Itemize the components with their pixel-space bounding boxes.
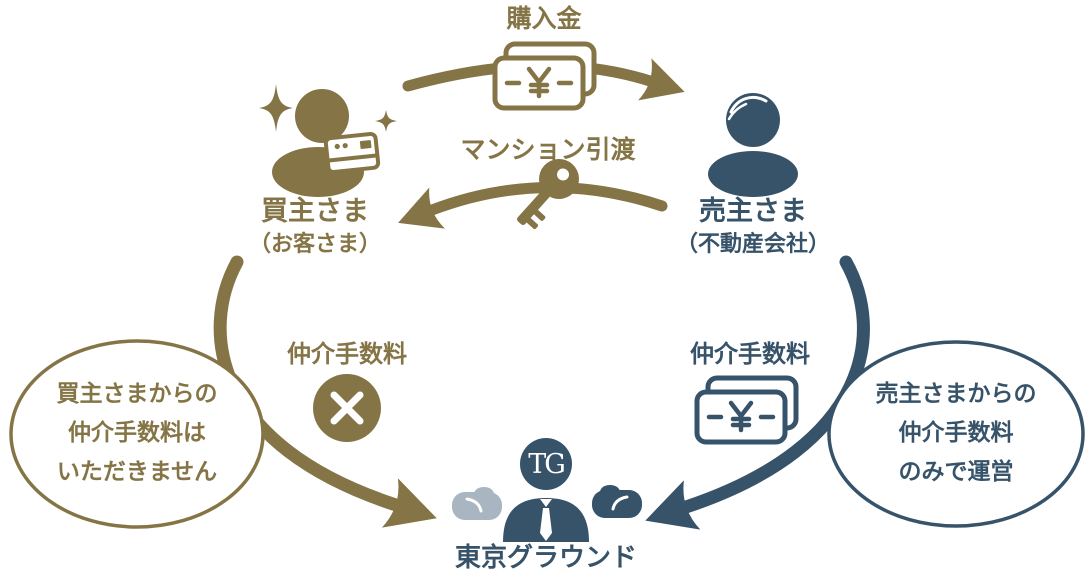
handover-label: マンション引渡 — [460, 135, 636, 164]
tg-logo-text: TG — [528, 449, 564, 480]
seller-person-icon — [708, 93, 798, 197]
seller-fee-banknote-icon — [697, 378, 796, 442]
right-bubble-line1: 売主さまからの — [876, 381, 1037, 407]
sparkle-icon — [375, 110, 397, 132]
left-fist-icon — [452, 487, 502, 520]
right-bubble-line2: 仲介手数料 — [899, 419, 1014, 446]
no-fee-cross-icon — [313, 374, 381, 442]
left-bubble: 買主さまからの 仲介手数料は いただきません — [9, 339, 265, 529]
tie-icon — [540, 499, 552, 541]
buyer-fee-label: 仲介手数料 — [287, 340, 407, 368]
sparkle-icon — [259, 84, 293, 132]
buyer-subtitle: （お客さま） — [249, 231, 381, 257]
seller-title: 売主さま — [699, 196, 807, 227]
left-bubble-line2: 仲介手数料は — [68, 419, 206, 446]
company-name: 東京グラウンド — [455, 542, 637, 573]
left-bubble-line3: いただきません — [57, 459, 217, 485]
buyer-person-card-icon — [259, 84, 397, 197]
buyer-title: 買主さま — [261, 196, 369, 227]
credit-card-icon — [323, 131, 381, 175]
right-bubble-line3: のみで運営 — [899, 458, 1014, 485]
purchase-label: 購入金 — [506, 4, 582, 33]
right-bubble: 売主さまからの 仲介手数料 のみで運営 — [827, 340, 1085, 528]
seller-subtitle: （不動産会社） — [676, 231, 830, 257]
tg-mascot-icon: TG — [452, 438, 642, 542]
right-fist-icon — [592, 485, 642, 518]
purchase-banknote-icon — [495, 44, 594, 108]
key-icon — [517, 159, 579, 230]
seller-fee-label: 仲介手数料 — [690, 340, 810, 368]
left-bubble-line1: 買主さまからの — [57, 381, 218, 407]
